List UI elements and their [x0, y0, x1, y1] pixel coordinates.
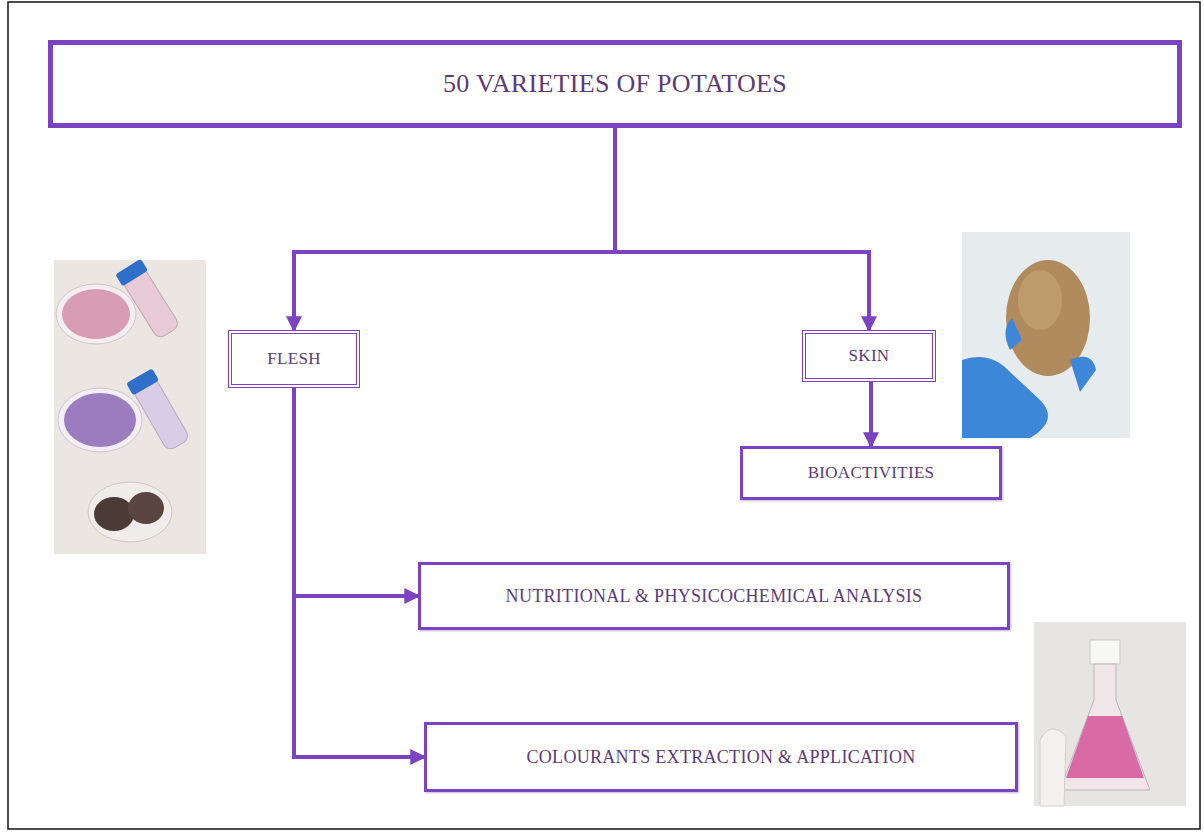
flask-photo	[1034, 622, 1186, 806]
flow-arrow	[294, 128, 615, 330]
flow-arrow	[869, 382, 873, 446]
box-label: NUTRITIONAL & PHYSICOCHEMICAL ANALYSIS	[506, 586, 923, 607]
process-box: BIOACTIVITIES	[740, 446, 1002, 500]
box-label: 50 VARIETIES OF POTATOES	[443, 69, 787, 99]
box-label: FLESH	[267, 349, 320, 369]
flow-arrow	[294, 388, 424, 757]
flow-arrow	[294, 388, 418, 596]
box-label: BIOACTIVITIES	[808, 463, 935, 483]
process-box: SKIN	[802, 330, 936, 382]
powder-photo	[54, 259, 206, 554]
process-box: FLESH	[228, 330, 360, 388]
flow-arrow	[615, 128, 869, 330]
potato-photo	[962, 232, 1130, 438]
box-label: SKIN	[849, 346, 890, 366]
box-label: COLOURANTS EXTRACTION & APPLICATION	[526, 747, 915, 768]
process-box: NUTRITIONAL & PHYSICOCHEMICAL ANALYSIS	[418, 562, 1010, 630]
process-box: COLOURANTS EXTRACTION & APPLICATION	[424, 722, 1018, 792]
outer-frame	[8, 2, 1200, 829]
process-box: 50 VARIETIES OF POTATOES	[48, 40, 1182, 128]
